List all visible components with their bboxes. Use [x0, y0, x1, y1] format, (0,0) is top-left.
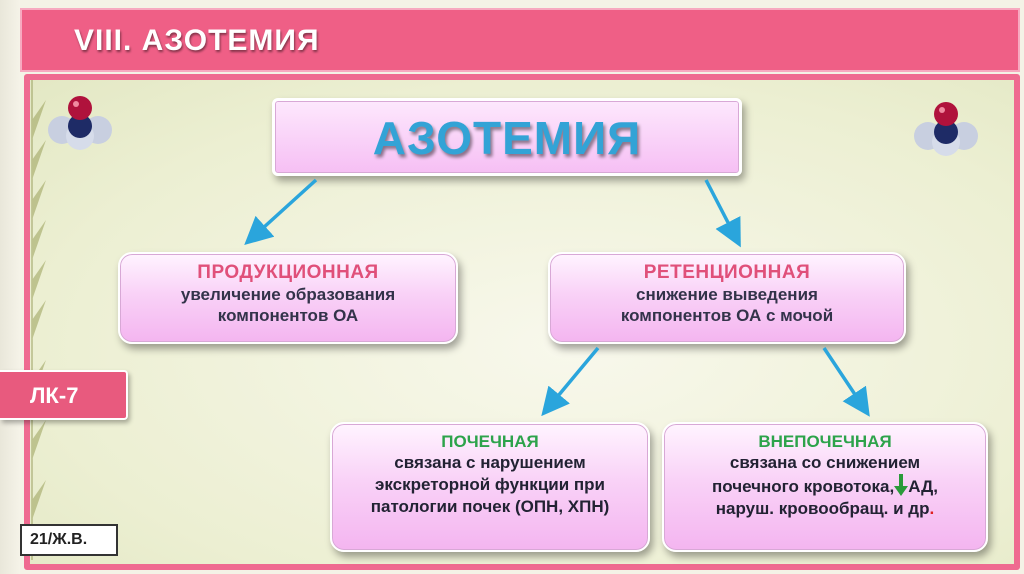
renal-title: ПОЧЕЧНАЯ: [441, 432, 539, 451]
extrarenal-line-3: наруш. кровообращ. и др.: [664, 498, 986, 520]
arrow-retention-to-renal: [541, 346, 600, 417]
extrarenal-line-2a: почечного кровотока,: [711, 477, 895, 496]
molecule-left-icon: [48, 96, 112, 150]
extrarenal-line-2b: АД,: [908, 477, 938, 496]
main-concept-label: АЗОТЕМИЯ: [372, 112, 642, 164]
slide-reference-label: 21/Ж.В.: [30, 531, 88, 548]
extrarenal-line-1: связана со снижением: [729, 453, 921, 472]
extrarenal-line-3-text: наруш. кровообращ. и др: [715, 499, 930, 518]
extrarenal-title: ВНЕПОЧЕЧНАЯ: [758, 432, 892, 451]
productive-box: ПРОДУКЦИОННАЯ увеличение образования ком…: [118, 252, 458, 344]
lecture-badge-label: ЛК-7: [30, 383, 79, 408]
extrarenal-box: ВНЕПОЧЕЧНАЯ связана со снижением почечно…: [662, 422, 988, 552]
left-margin-strip: [0, 0, 20, 574]
slide-reference-box: 21/Ж.В.: [20, 524, 118, 556]
arrow-main-to-productive: [244, 178, 318, 246]
retention-description: снижение выведения компонентов ОА с мочо…: [620, 285, 834, 325]
retention-box: РЕТЕНЦИОННАЯ снижение выведения компонен…: [548, 252, 906, 344]
arrow-main-to-retention: [704, 179, 741, 248]
molecule-right-icon: [914, 102, 978, 156]
renal-description: связана с нарушением экскреторной функци…: [370, 453, 610, 516]
lecture-badge: ЛК-7: [0, 370, 128, 420]
extrarenal-line-2: почечного кровотока, АД,: [664, 474, 986, 498]
arrow-down-green-icon: [894, 474, 909, 496]
arrow-retention-to-extrarenal: [822, 347, 870, 417]
retention-title: РЕТЕНЦИОННАЯ: [643, 262, 811, 283]
productive-description: увеличение образования компонентов ОА: [180, 285, 396, 325]
slide-title: VIII. АЗОТЕМИЯ: [74, 24, 320, 57]
feather-decoration-icon: [31, 80, 46, 560]
renal-box: ПОЧЕЧНАЯ связана с нарушением экскреторн…: [330, 422, 650, 552]
productive-title: ПРОДУКЦИОННАЯ: [197, 262, 379, 283]
title-bar: VIII. АЗОТЕМИЯ: [20, 8, 1020, 72]
main-concept-box: АЗОТЕМИЯ: [272, 98, 742, 176]
extrarenal-end-dot: .: [929, 499, 935, 518]
